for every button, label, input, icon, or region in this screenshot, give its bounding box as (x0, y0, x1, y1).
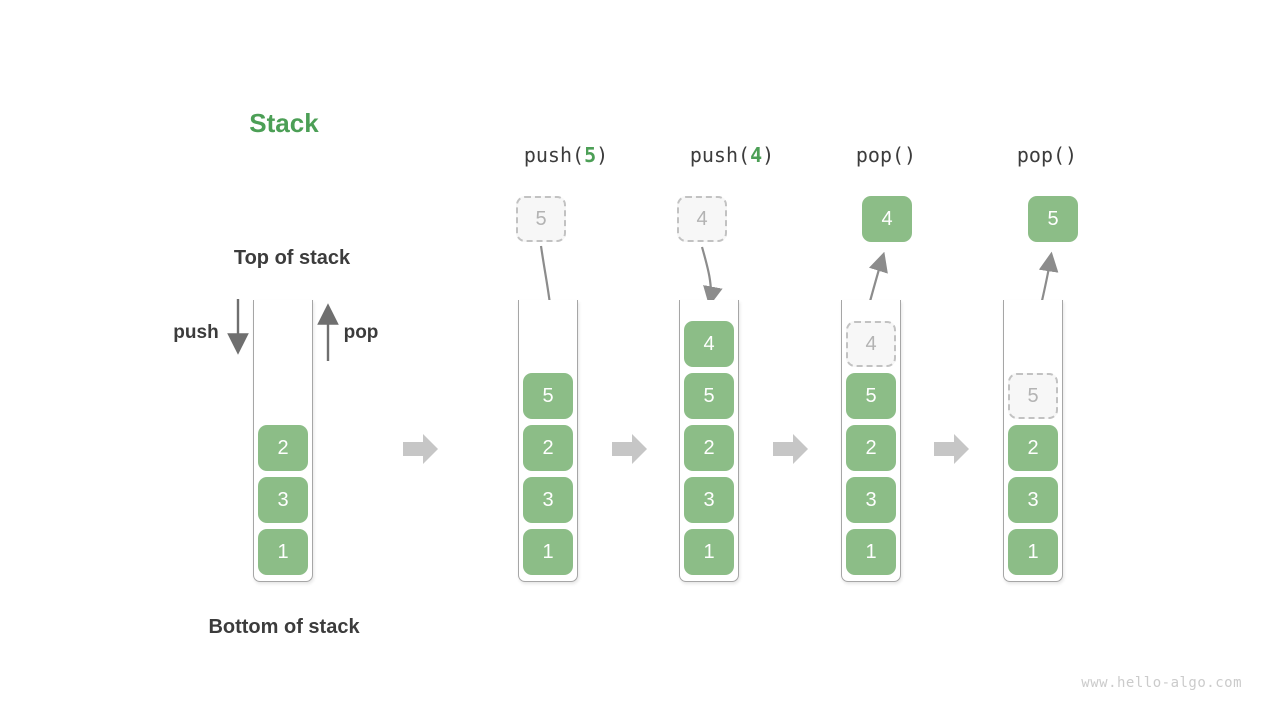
stack-cell: 1 (258, 529, 308, 575)
popped-value-cell: 5 (1028, 196, 1078, 242)
step-arrow-icon (934, 434, 969, 464)
op-text: ) (596, 143, 609, 167)
step-arrow-icon (612, 434, 647, 464)
incoming-value-ghost: 4 (677, 196, 727, 242)
stack-cell: 5 (523, 373, 573, 419)
stack-cell: 2 (523, 425, 573, 471)
stack-cell: 3 (684, 477, 734, 523)
stack-cell: 3 (846, 477, 896, 523)
stack-cell: 5 (846, 373, 896, 419)
stack-cell: 2 (846, 425, 896, 471)
stack-cell: 2 (1008, 425, 1058, 471)
stack-cell: 3 (523, 477, 573, 523)
op-label-push4: push(4) (690, 143, 774, 167)
op-text: push( (523, 143, 585, 167)
stack-cell: 1 (846, 529, 896, 575)
removed-value-ghost: 5 (1008, 373, 1058, 419)
stack-cell: 3 (1008, 477, 1058, 523)
stack-cell: 1 (1008, 529, 1058, 575)
op-arg: 4 (750, 143, 763, 167)
pop-label: pop (343, 322, 379, 343)
step-arrow-icon (773, 434, 808, 464)
incoming-value-ghost: 5 (516, 196, 566, 242)
op-text: ) (762, 143, 775, 167)
op-text: push( (689, 143, 751, 167)
op-label-push5: push(5) (524, 143, 608, 167)
op-label-pop2: pop() (1016, 143, 1078, 167)
bottom-of-stack-label: Bottom of stack (208, 616, 360, 638)
stack-cell: 1 (684, 529, 734, 575)
site-watermark: www.hello-algo.com (1081, 675, 1242, 691)
diagram-title: Stack (249, 108, 319, 138)
op-label-pop1: pop() (855, 143, 917, 167)
push-label: push (173, 322, 219, 343)
op-arg: 5 (584, 143, 597, 167)
top-of-stack-label: Top of stack (233, 247, 351, 269)
stack-cell: 4 (684, 321, 734, 367)
stack-cell: 5 (684, 373, 734, 419)
stack-cell: 2 (684, 425, 734, 471)
stack-cell: 3 (258, 477, 308, 523)
step-arrow-icon (403, 434, 438, 464)
popped-value-cell: 4 (862, 196, 912, 242)
stack-cell: 1 (523, 529, 573, 575)
stack-cell: 2 (258, 425, 308, 471)
push4-flow-arrow-icon (700, 246, 723, 307)
removed-value-ghost: 4 (846, 321, 896, 367)
